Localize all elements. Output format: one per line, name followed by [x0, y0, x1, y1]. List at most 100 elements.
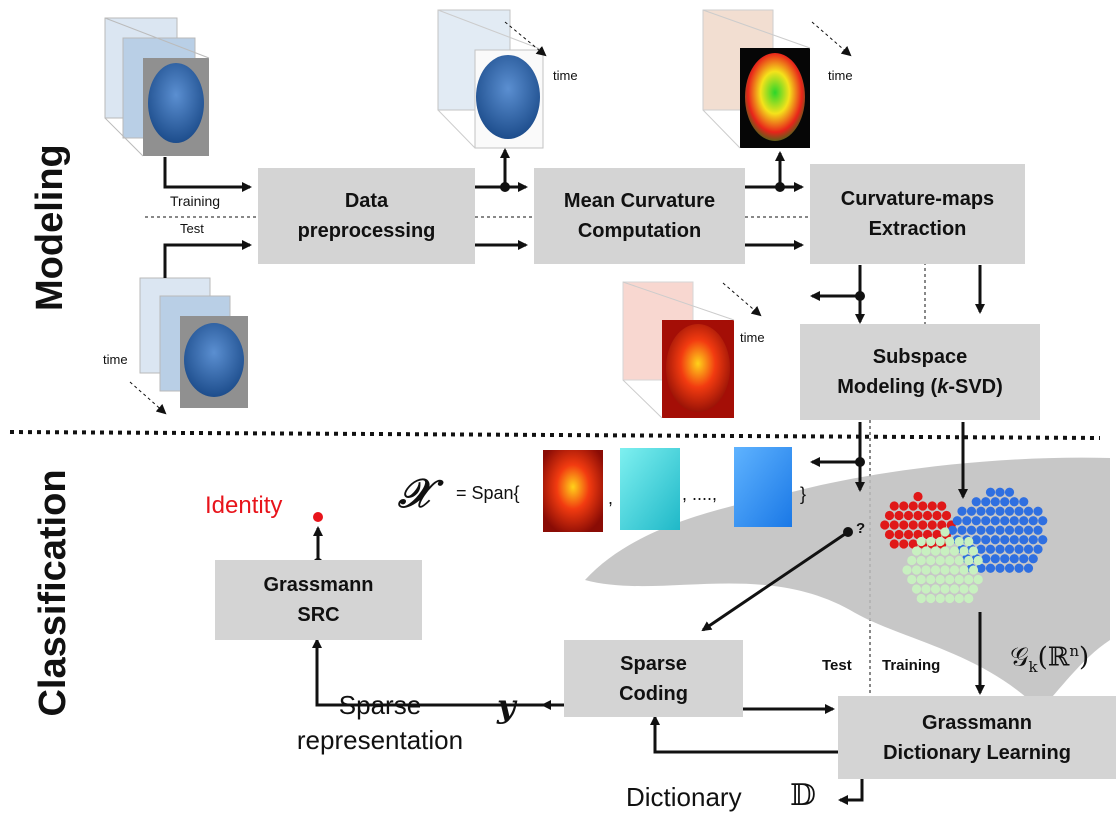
cluster-point-green	[954, 536, 964, 547]
cluster-point-red	[932, 510, 942, 521]
cluster-point-blue	[995, 487, 1005, 497]
cluster-point-green	[935, 536, 945, 547]
subspace-face-stack	[622, 281, 735, 419]
unknown-sample-mark: ?	[856, 520, 866, 537]
time-label-2: time	[553, 68, 578, 83]
classification-section-title: Classification	[32, 469, 74, 717]
cluster-point-blue	[985, 563, 996, 573]
cluster-point-blue	[1014, 544, 1024, 554]
cluster-point-green	[902, 565, 912, 575]
cluster-point-blue	[976, 563, 986, 573]
cluster-point-red	[922, 529, 933, 540]
dictionary-symbol: 𝔻	[790, 778, 817, 813]
cluster-point-red	[908, 501, 918, 511]
cluster-point-blue	[1009, 554, 1019, 564]
cluster-point-red	[884, 510, 895, 521]
identity-dot	[313, 512, 323, 522]
manifold-label: 𝒢k(ℝn)	[1010, 642, 1090, 676]
sparse-coding-box: Sparse Coding	[564, 640, 743, 717]
cluster-point-red	[913, 510, 923, 521]
cluster-point-green	[964, 555, 974, 566]
cluster-point-red	[889, 520, 899, 530]
span-face-3	[734, 447, 792, 527]
cluster-point-blue	[1019, 497, 1029, 507]
cluster-point-blue	[1028, 554, 1038, 564]
cluster-point-red	[899, 539, 909, 549]
cluster-point-green	[921, 546, 931, 556]
cluster-point-blue	[1023, 525, 1034, 535]
cluster-point-blue	[1028, 516, 1038, 526]
cluster-point-blue	[952, 516, 962, 526]
cluster-point-green	[926, 593, 936, 604]
span-dots: , ....,	[682, 484, 718, 504]
cluster-point-blue	[1009, 497, 1019, 507]
cluster-point-blue	[990, 554, 1000, 564]
cluster-point-blue	[1019, 535, 1029, 545]
training-label-bottom: Training	[882, 657, 941, 674]
cluster-point-blue	[1004, 563, 1015, 573]
cluster-point-blue	[1000, 497, 1010, 507]
cluster-point-green	[921, 584, 931, 594]
cluster-point-red	[913, 491, 923, 502]
cluster-point-blue	[990, 516, 1000, 526]
cluster-point-red	[927, 501, 937, 511]
cluster-point-red	[941, 510, 952, 521]
cluster-point-green	[916, 536, 926, 547]
cluster-point-red	[894, 529, 904, 540]
cluster-point-green	[949, 546, 960, 556]
cluster-point-green	[964, 574, 974, 585]
cluster-point-green	[968, 565, 979, 575]
cluster-point-blue	[1014, 506, 1024, 516]
cluster-point-green	[930, 546, 941, 556]
cluster-point-green	[940, 527, 950, 537]
cluster-point-blue	[1000, 554, 1010, 564]
test-label-bottom: Test	[822, 657, 852, 674]
cluster-point-blue	[1014, 563, 1024, 573]
cluster-point-green	[930, 584, 941, 594]
time-label-3: time	[828, 68, 853, 83]
training-clusters	[880, 487, 1048, 604]
cluster-point-red	[899, 501, 909, 511]
test-face-stack	[139, 277, 248, 408]
training-label-top: Training	[170, 193, 221, 209]
sparse-representation-label: Sparse representation	[296, 690, 464, 756]
time-arrow-1	[129, 381, 167, 415]
cluster-point-blue	[1038, 535, 1048, 545]
cluster-point-blue	[985, 487, 996, 497]
cluster-point-blue	[1000, 535, 1010, 545]
cluster-point-green	[935, 574, 945, 585]
cluster-point-red	[903, 529, 914, 540]
cluster-point-blue	[1004, 506, 1015, 516]
cluster-point-red	[918, 520, 928, 530]
cluster-point-green	[911, 546, 922, 556]
cluster-point-blue	[971, 516, 981, 526]
cluster-point-red	[927, 520, 937, 530]
cluster-point-red	[913, 529, 923, 540]
span-close: }	[800, 484, 807, 504]
cluster-point-green	[907, 574, 917, 585]
cluster-point-green	[959, 546, 969, 556]
cluster-point-green	[907, 555, 917, 566]
dictionary-label: Dictionary	[626, 782, 742, 812]
cluster-point-red	[889, 501, 899, 511]
cluster-point-blue	[981, 497, 991, 507]
cluster-point-blue	[995, 525, 1005, 535]
cluster-point-blue	[966, 525, 977, 535]
cluster-point-red	[918, 501, 928, 511]
cluster-point-blue	[990, 535, 1000, 545]
cluster-point-blue	[947, 525, 958, 535]
cluster-point-blue	[981, 516, 991, 526]
cluster-point-blue	[957, 525, 967, 535]
mean-curvature-box: Mean Curvature Computation	[534, 168, 745, 264]
cluster-point-blue	[1000, 516, 1010, 526]
cluster-point-green	[935, 555, 945, 566]
cluster-point-blue	[981, 554, 991, 564]
cluster-point-blue	[971, 535, 981, 545]
span-face-1	[543, 450, 603, 532]
cluster-point-green	[964, 536, 974, 547]
cluster-point-red	[889, 539, 899, 549]
mean-curvature-face-stack	[437, 9, 544, 149]
